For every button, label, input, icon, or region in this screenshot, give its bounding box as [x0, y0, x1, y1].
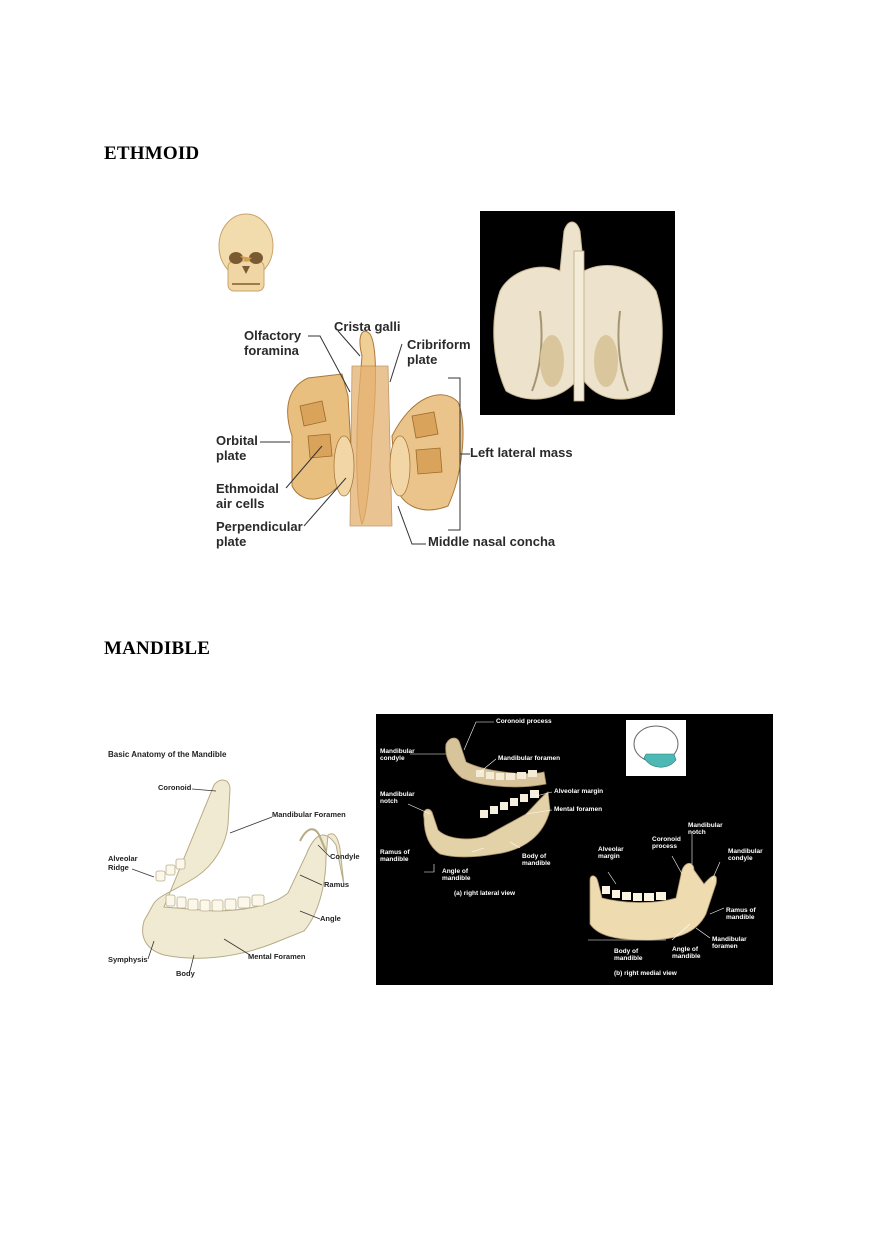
caption-right-medial-view: (b) right medial view	[614, 970, 677, 977]
ethmoid-photo-bone	[493, 221, 663, 402]
figure-title: Basic Anatomy of the Mandible	[108, 750, 227, 759]
label-coronoid-process-medial: Coronoid process	[652, 836, 681, 851]
label-body-of-mandible-medial: Body of mandible	[614, 948, 643, 963]
label-mandibular-notch-medial: Mandibular notch	[688, 822, 723, 837]
skull-icon	[218, 213, 274, 292]
label-mandibular-notch: Mandibular notch	[380, 791, 415, 806]
label-condyle: Condyle	[330, 852, 360, 861]
mandible-basic-anatomy-illustration: Basic Anatomy of the Mandible	[104, 745, 366, 985]
label-angle-of-mandible-medial: Angle of mandible	[672, 946, 701, 961]
label-mandibular-foramen: Mandibular Foramen	[272, 810, 346, 819]
label-angle: Angle	[320, 914, 341, 923]
mandible-drawing	[131, 779, 345, 972]
label-mental-foramen: Mental foramen	[554, 806, 603, 813]
label-coronoid: Coronoid	[158, 783, 192, 792]
label-alveolar-margin-medial: Alveolar margin	[598, 846, 624, 861]
label-mandibular-foramen-top: Mandibular foramen	[498, 755, 561, 762]
label-middle-nasal-concha: Middle nasal concha	[428, 534, 556, 549]
leader-lines	[260, 330, 470, 545]
section-title-ethmoid: ETHMOID	[104, 143, 200, 164]
leader-lines	[131, 788, 331, 972]
label-orbital-plate: Orbital plate	[216, 433, 258, 463]
leader-lines	[407, 721, 725, 941]
label-body-of-mandible: Body of mandible	[522, 853, 551, 868]
ethmoid-bone-drawing	[218, 213, 470, 545]
label-cribriform-plate: Cribriform plate	[407, 337, 471, 367]
label-ethmoidal-air-cells: Ethmoidal air cells	[216, 481, 279, 511]
label-ramus-of-mandible: Ramus of mandible	[380, 849, 410, 864]
label-alveolar-ridge: Alveolar Ridge	[108, 854, 138, 872]
mandible-views-panel: Coronoid process Mandibular condyle Mand…	[376, 714, 773, 985]
ethmoid-photo	[480, 211, 675, 415]
label-olfactory-foramina: Olfactory foramina	[244, 328, 302, 358]
label-mental-foramen: Mental Foramen	[248, 952, 306, 961]
label-mandibular-condyle-medial: Mandibular condyle	[728, 848, 763, 863]
label-alveolar-margin: Alveolar margin	[554, 788, 604, 795]
label-angle-of-mandible: Angle of mandible	[442, 868, 471, 883]
label-symphysis: Symphysis	[108, 955, 148, 964]
label-body: Body	[176, 969, 195, 978]
label-perpendicular-plate: Perpendicular plate	[216, 519, 303, 549]
label-left-lateral-mass: Left lateral mass	[470, 445, 573, 460]
label-ramus-of-mandible-medial: Ramus of mandible	[726, 907, 756, 922]
label-mandibular-condyle: Mandibular condyle	[380, 748, 415, 763]
caption-right-lateral-view: (a) right lateral view	[454, 890, 516, 897]
label-crista-galli: Crista galli	[334, 319, 401, 334]
label-coronoid-process: Coronoid process	[496, 718, 552, 725]
section-title-mandible: MANDIBLE	[104, 638, 211, 659]
label-ramus: Ramus	[324, 880, 350, 889]
mandible-photo-drawing	[407, 720, 725, 941]
ethmoid-labeled-illustration: Olfactory foramina Crista galli Cribrifo…	[212, 206, 582, 566]
label-mandibular-foramen-medial: Mandibular foramen	[712, 936, 747, 951]
